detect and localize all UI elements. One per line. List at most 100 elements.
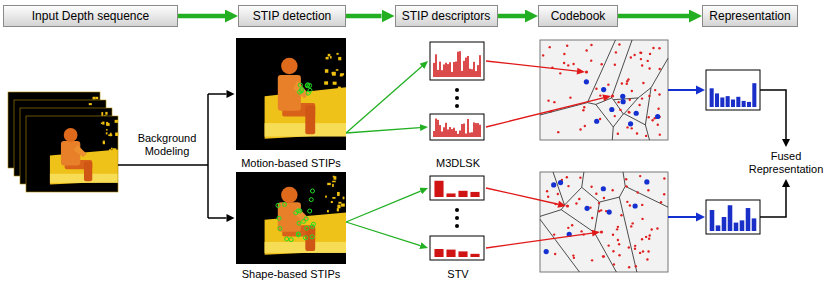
flow-arrow (618, 14, 689, 19)
descriptor-picture (428, 172, 488, 281)
histogram-bar (458, 191, 467, 197)
ellipsis-dot (455, 224, 459, 228)
histogram-bar (469, 69, 471, 77)
person-shins (305, 105, 315, 134)
person-head (281, 58, 298, 75)
feature-point (631, 222, 633, 224)
stip-point (296, 233, 300, 237)
depth-noise (332, 197, 335, 199)
depth-noise (96, 97, 98, 99)
depth-frame (26, 116, 118, 192)
feature-point (646, 258, 648, 260)
codebook-panel (540, 40, 668, 140)
fusion-arrow-head (782, 139, 790, 147)
histogram-bar (459, 51, 461, 77)
histogram-bar (471, 132, 473, 137)
feature-point (600, 63, 602, 65)
voronoi-edges (540, 40, 668, 140)
feature-point (663, 193, 665, 195)
codeword (551, 182, 556, 187)
histogram-bar (449, 62, 451, 77)
assign-arrow-head (557, 201, 566, 208)
split-arrow-head (227, 90, 235, 98)
depth-noise (336, 53, 338, 55)
feature-point (659, 133, 661, 135)
histogram-frame (430, 176, 484, 200)
feature-point (567, 64, 569, 66)
feature-point (641, 64, 643, 66)
histogram-bar (445, 63, 447, 77)
feature-point (613, 263, 615, 265)
feature-point (651, 228, 653, 230)
feature-point (579, 128, 581, 130)
feature-point (647, 116, 649, 118)
feature-point (634, 245, 636, 247)
histogram-bar (473, 62, 475, 77)
depth-noise (327, 183, 331, 185)
flow-arrow (178, 14, 225, 19)
feature-point (563, 53, 565, 55)
depth-noise (106, 129, 108, 131)
histogram-bar (434, 181, 443, 197)
feature-point (547, 196, 549, 198)
feature-point (631, 90, 633, 92)
depth-noise (326, 57, 329, 60)
codeword (621, 99, 626, 104)
fusion-arrow (760, 187, 786, 217)
histogram-bar (461, 71, 463, 77)
depth-noise (341, 214, 344, 217)
codebook-panel (540, 172, 668, 272)
assigned-point (600, 230, 603, 233)
feature-point (627, 78, 629, 80)
feature-point (658, 93, 660, 95)
flow-arrow (346, 66, 422, 133)
histogram-bar (726, 96, 730, 107)
image-caption: Motion-based STIPs (241, 157, 341, 170)
feature-point (591, 259, 593, 261)
depth-floor (265, 123, 346, 136)
ellipsis-dot (455, 208, 459, 212)
depth-noise (338, 87, 341, 90)
feature-point (619, 109, 621, 111)
feature-point (640, 58, 642, 60)
feature-point (582, 109, 584, 111)
feature-point (615, 51, 617, 53)
histogram-arrow (668, 89, 696, 91)
feature-point (648, 67, 650, 69)
histogram-bar (433, 63, 435, 77)
feature-point (640, 52, 642, 54)
depth-noise (332, 72, 334, 74)
histogram-bar (734, 223, 739, 231)
stip-point (298, 209, 302, 213)
histogram-arrow-head (696, 213, 705, 222)
codeword (633, 203, 638, 208)
split-arrow (208, 93, 227, 95)
stip-point (306, 83, 310, 87)
assign-arrow-head (592, 230, 600, 237)
feature-point (626, 201, 628, 203)
codeword (607, 209, 612, 214)
stip-point (289, 238, 293, 242)
ellipsis-dot (455, 104, 459, 108)
person-shins (84, 162, 92, 182)
codeword (594, 119, 599, 124)
stip-point (276, 203, 280, 207)
feature-point (554, 253, 556, 255)
histogram-bar (435, 118, 437, 137)
split-arrow (208, 217, 227, 219)
histogram-frame (706, 70, 760, 110)
image-caption: Shape-based STIPs (242, 268, 340, 281)
feature-point (616, 228, 618, 230)
depth-noise (102, 122, 104, 125)
codeword (634, 111, 639, 116)
descriptor-group: M3DLSK (428, 40, 488, 170)
feature-point (626, 83, 628, 85)
histogram-bar (453, 62, 455, 77)
feature-point (612, 250, 614, 252)
codeword (584, 206, 589, 211)
feature-point (566, 45, 568, 47)
ellipsis-dot (455, 96, 459, 100)
feature-point (617, 226, 619, 228)
assigned-point (566, 204, 569, 207)
depth-noise (338, 202, 341, 204)
